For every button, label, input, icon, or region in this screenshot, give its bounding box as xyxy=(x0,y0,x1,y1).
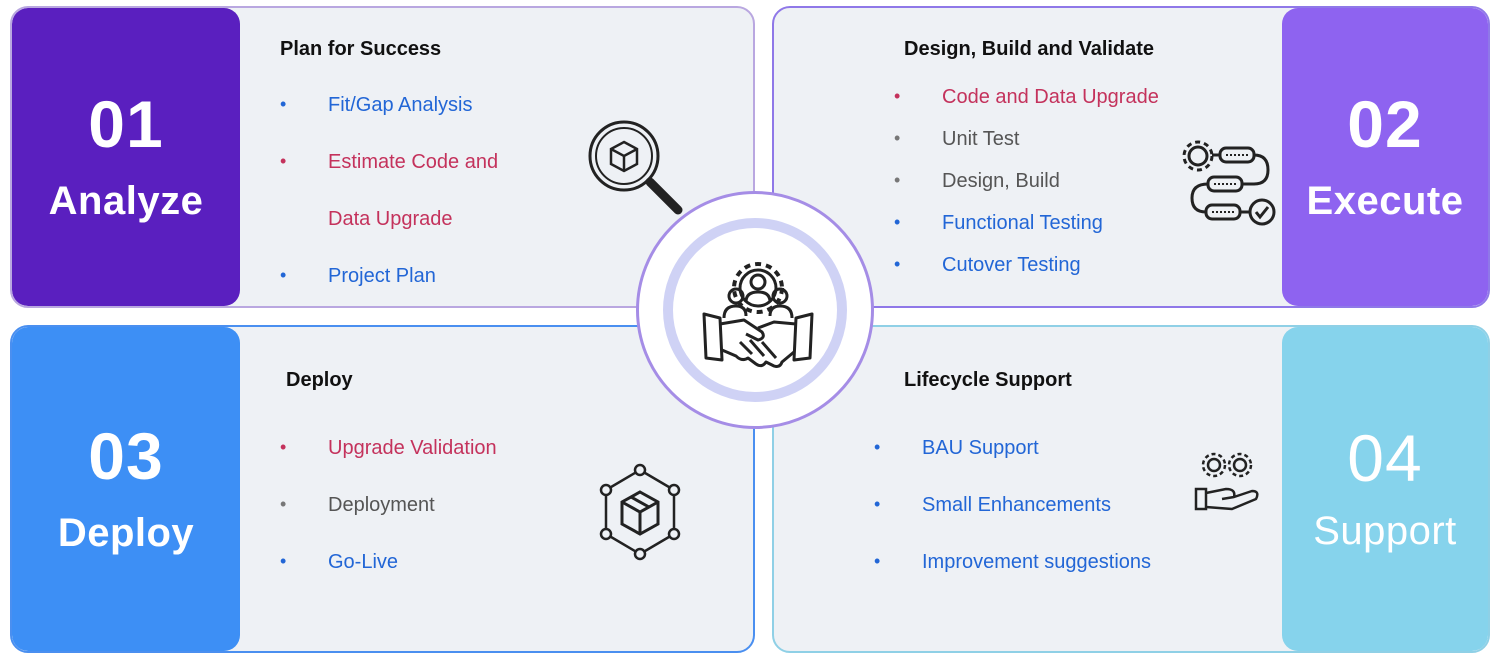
step-number: 03 xyxy=(88,418,164,493)
execute-card: 02 Execute Design, Build and Validate Co… xyxy=(772,6,1490,308)
step-name: Execute xyxy=(1306,178,1464,223)
step-number: 04 xyxy=(1347,420,1423,495)
card-title: Lifecycle Support xyxy=(904,369,1072,391)
step-name: Support xyxy=(1313,508,1457,553)
list-item: Fit/Gap Analysis xyxy=(280,94,498,117)
deploy-panel: 03 Deploy xyxy=(12,327,240,651)
analyze-card: 01 Analyze Plan for Success Fit/Gap Anal… xyxy=(10,6,755,308)
list-item: Deployment xyxy=(280,494,497,517)
list-item: Functional Testing xyxy=(894,212,1159,235)
list-item: Estimate Code and xyxy=(280,151,498,174)
step-number: 01 xyxy=(88,86,164,161)
list-item: Project Plan xyxy=(280,265,498,288)
item-list: BAU Support Small Enhancements Improveme… xyxy=(874,437,1151,574)
center-hub xyxy=(663,218,847,402)
list-item: Design, Build xyxy=(894,170,1159,193)
card-title: Deploy xyxy=(286,369,353,391)
analyze-panel: 01 Analyze xyxy=(12,8,240,306)
list-item: Go-Live xyxy=(280,551,497,574)
card-title: Plan for Success xyxy=(280,38,442,60)
list-item: Small Enhancements xyxy=(874,494,1151,517)
support-card: 04 Support Lifecycle Support BAU Support… xyxy=(772,325,1490,653)
deploy-card: 03 Deploy Deploy Upgrade Validation Depl… xyxy=(10,325,755,653)
list-item: Cutover Testing xyxy=(894,254,1159,277)
team-handshake-gear-icon xyxy=(702,262,814,368)
magnifier-cube-icon xyxy=(588,120,683,215)
list-item: Improvement suggestions xyxy=(874,551,1151,574)
workflow-gear-icon xyxy=(1182,140,1276,226)
list-item: Upgrade Validation xyxy=(280,437,497,460)
hand-gears-icon xyxy=(1194,452,1259,511)
step-number: 02 xyxy=(1347,86,1423,161)
list-item: Data Upgrade xyxy=(328,208,453,230)
list-item: BAU Support xyxy=(874,437,1151,460)
support-panel: 04 Support xyxy=(1282,327,1488,651)
item-list: Fit/Gap Analysis Estimate Code and Data … xyxy=(280,94,498,288)
list-item: Code and Data Upgrade xyxy=(894,86,1159,109)
item-list: Upgrade Validation Deployment Go-Live xyxy=(280,437,497,574)
step-name: Deploy xyxy=(57,510,195,555)
package-network-icon xyxy=(599,463,681,561)
execute-panel: 02 Execute xyxy=(1282,8,1488,306)
card-title: Design, Build and Validate xyxy=(904,38,1155,60)
step-name: Analyze xyxy=(48,178,204,223)
item-list: Code and Data Upgrade Unit Test Design, … xyxy=(894,86,1159,277)
list-item: Unit Test xyxy=(894,128,1159,151)
